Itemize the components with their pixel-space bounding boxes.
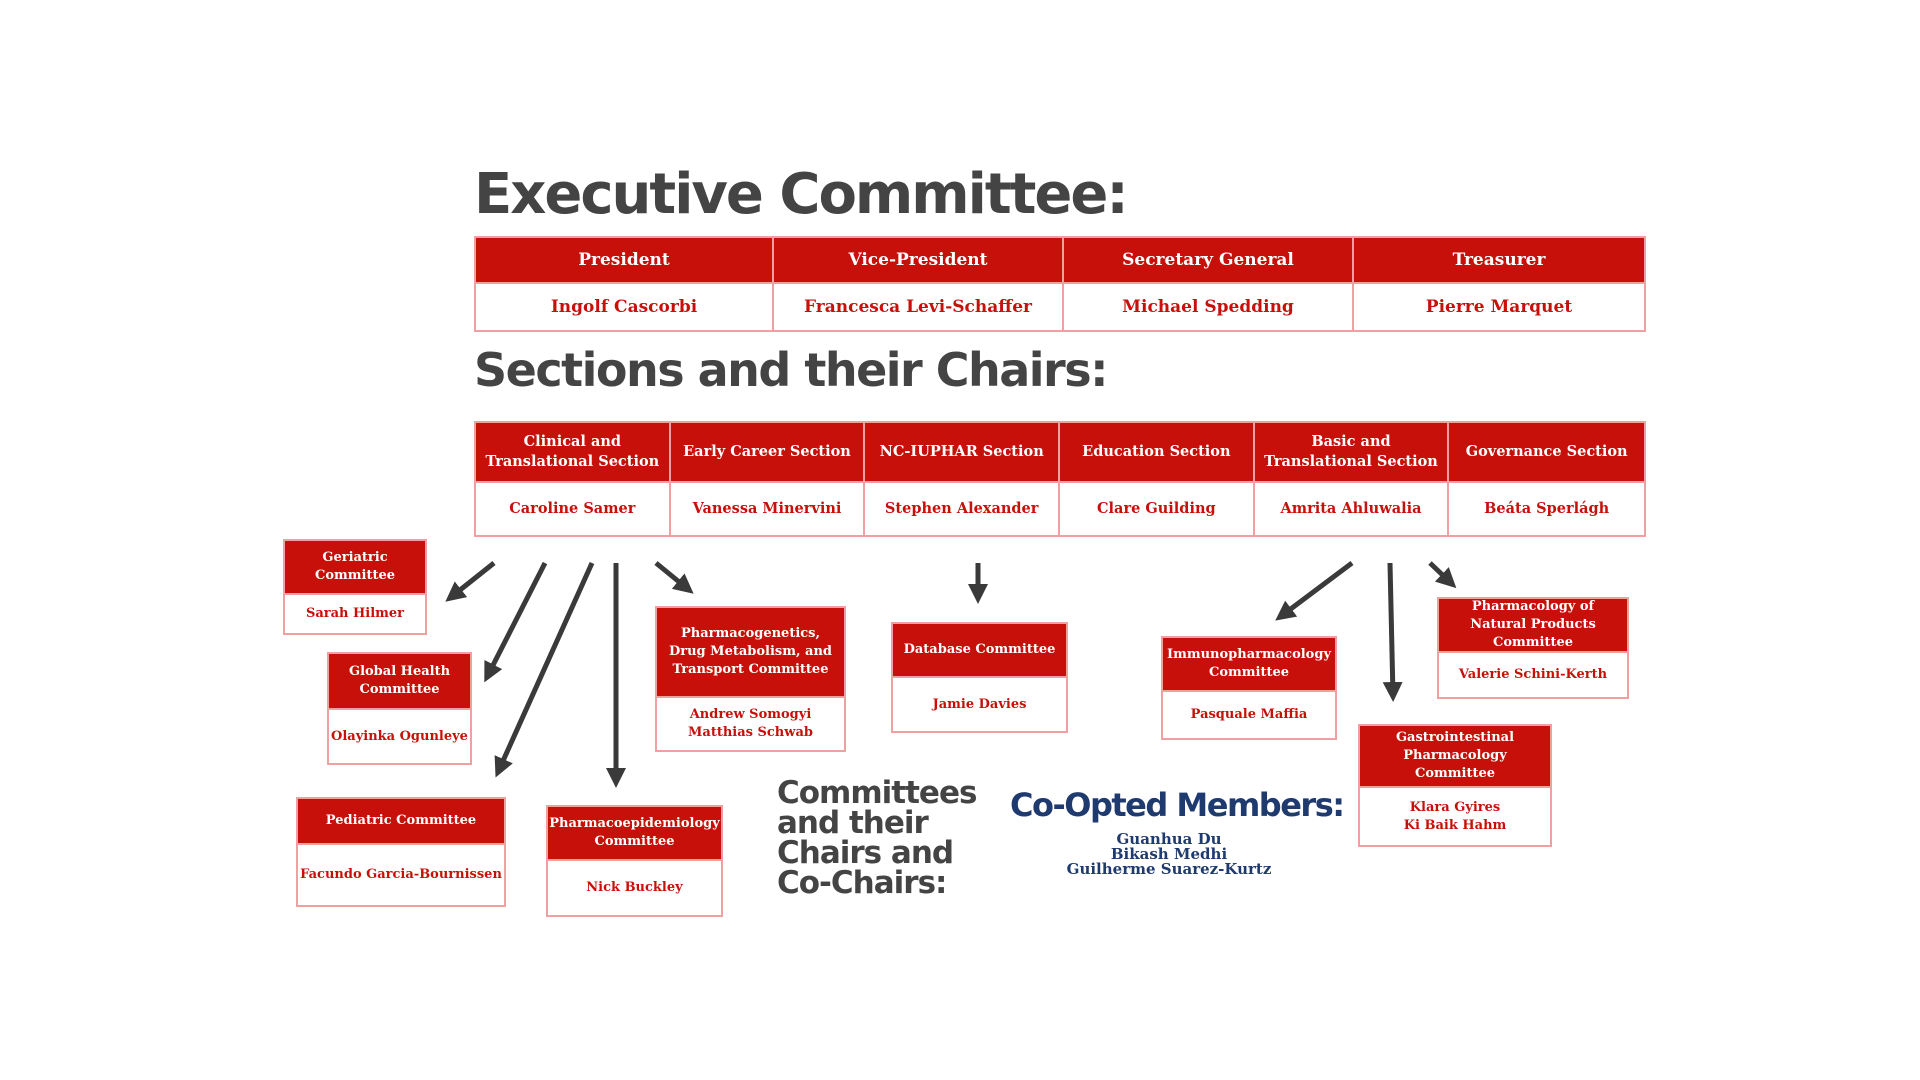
committee-chair: Pasquale Maffia [1163, 692, 1335, 738]
sections-heading: Sections and their Chairs: [474, 343, 1109, 397]
committee-gastrointestinal: Gastrointestinal Pharmacology Committee … [1358, 724, 1552, 847]
role-title: Secretary General [1064, 238, 1354, 284]
co-chair-name: Ki Baik Hahm [1403, 817, 1507, 833]
chair-name: Olayinka Ogunleye [331, 728, 468, 744]
committee-database: Database Committee Jamie Davies [891, 622, 1068, 733]
committee-natural-products: Pharmacology of Natural Products Committ… [1437, 597, 1629, 699]
arrow-to-pediatric [494, 561, 595, 778]
committee-name: Gastrointestinal Pharmacology Committee [1360, 726, 1550, 788]
section-chair: Amrita Ahluwalia [1254, 483, 1450, 535]
sections-table: Clinical and Translational Section Early… [474, 421, 1646, 537]
chair-name: Facundo Garcia-Bournissen [300, 867, 502, 882]
committee-chair: Sarah Hilmer [285, 595, 425, 633]
committee-chair: Klara Gyires Ki Baik Hahm [1360, 788, 1550, 845]
section-title: Education Section [1060, 423, 1255, 483]
coopted-member: Guanhua Du [1116, 830, 1222, 848]
committee-name: Database Committee [893, 624, 1066, 678]
committee-chair: Valerie Schini-Kerth [1439, 653, 1627, 697]
role-title: Vice-President [774, 238, 1064, 284]
arrow-to-immunopharmacology [1275, 561, 1354, 621]
coopted-members-list: Guanhua Du Bikash Medhi Guilherme Suarez… [1052, 832, 1286, 877]
committee-name: Pediatric Committee [298, 799, 504, 845]
section-title: Clinical and Translational Section [476, 423, 671, 483]
chair-name: Valerie Schini-Kerth [1458, 667, 1608, 682]
chair-name: Jamie Davies [932, 696, 1027, 712]
committee-chair: Olayinka Ogunleye [329, 710, 470, 763]
committee-name: Immunopharmacology Committee [1163, 638, 1335, 692]
executive-committee-heading: Executive Committee: [474, 162, 1129, 227]
arrow-to-global-health [484, 561, 548, 683]
section-chair: Vanessa Minervini [670, 483, 866, 535]
committee-geriatric: Geriatric Committee Sarah Hilmer [283, 539, 427, 635]
committee-name: Geriatric Committee [285, 541, 425, 595]
committee-name: Pharmacoepidemiology Committee [548, 807, 721, 861]
committee-chair: Jamie Davies [893, 678, 1066, 731]
arrow-to-geriatric [445, 561, 496, 602]
chair-name: Klara Gyires [1409, 799, 1501, 815]
coopted-member: Guilherme Suarez-Kurtz [1066, 860, 1272, 878]
role-title: President [476, 238, 774, 284]
role-holder: Francesca Levi-Schaffer [774, 284, 1064, 330]
committee-pediatric: Pediatric Committee Facundo Garcia-Bourn… [296, 797, 506, 907]
chair-name: Nick Buckley [586, 880, 683, 895]
arrow-to-natural-products [1428, 561, 1457, 589]
committee-global-health: Global Health Committee Olayinka Ogunley… [327, 652, 472, 765]
committee-name: Global Health Committee [329, 654, 470, 710]
committee-chair: Nick Buckley [548, 861, 721, 915]
role-title: Treasurer [1354, 238, 1644, 284]
committee-chair: Facundo Garcia-Bournissen [298, 845, 504, 905]
section-chair: Clare Guilding [1060, 483, 1255, 535]
chair-name: Sarah Hilmer [305, 606, 405, 621]
committee-name: Pharmacogenetics, Drug Metabolism, and T… [657, 608, 844, 698]
committee-name: Pharmacology of Natural Products Committ… [1439, 599, 1627, 653]
role-holder: Pierre Marquet [1354, 284, 1644, 330]
arrow-to-gastrointestinal [1382, 562, 1403, 702]
section-title: NC-IUPHAR Section [865, 423, 1060, 483]
executive-committee-table: President Vice-President Secretary Gener… [474, 236, 1646, 332]
section-title: Basic and Translational Section [1254, 423, 1450, 483]
arrow-to-pharmacogenetics [654, 561, 694, 594]
coopted-members-heading: Co-Opted Members: [1010, 786, 1345, 824]
section-chair: Stephen Alexander [865, 483, 1060, 535]
chair-name: Andrew Somogyi [689, 707, 812, 722]
co-chair-name: Matthias Schwab [688, 725, 813, 740]
section-chair: Caroline Samer [476, 483, 671, 535]
section-title: Governance Section [1449, 423, 1644, 483]
section-chair: Beáta Sperlágh [1449, 483, 1644, 535]
coopted-member: Bikash Medhi [1110, 845, 1228, 863]
committee-pharmacogenetics: Pharmacogenetics, Drug Metabolism, and T… [655, 606, 846, 752]
chair-name: Pasquale Maffia [1190, 707, 1308, 722]
committee-pharmacoepidemiology: Pharmacoepidemiology Committee Nick Buck… [546, 805, 723, 917]
committee-immunopharmacology: Immunopharmacology Committee Pasquale Ma… [1161, 636, 1337, 740]
committees-heading: Committees and their Chairs and Co-Chair… [777, 775, 977, 901]
role-holder: Michael Spedding [1064, 284, 1354, 330]
committee-chair: Andrew Somogyi Matthias Schwab [657, 698, 844, 750]
role-holder: Ingolf Cascorbi [476, 284, 774, 330]
section-title: Early Career Section [670, 423, 866, 483]
